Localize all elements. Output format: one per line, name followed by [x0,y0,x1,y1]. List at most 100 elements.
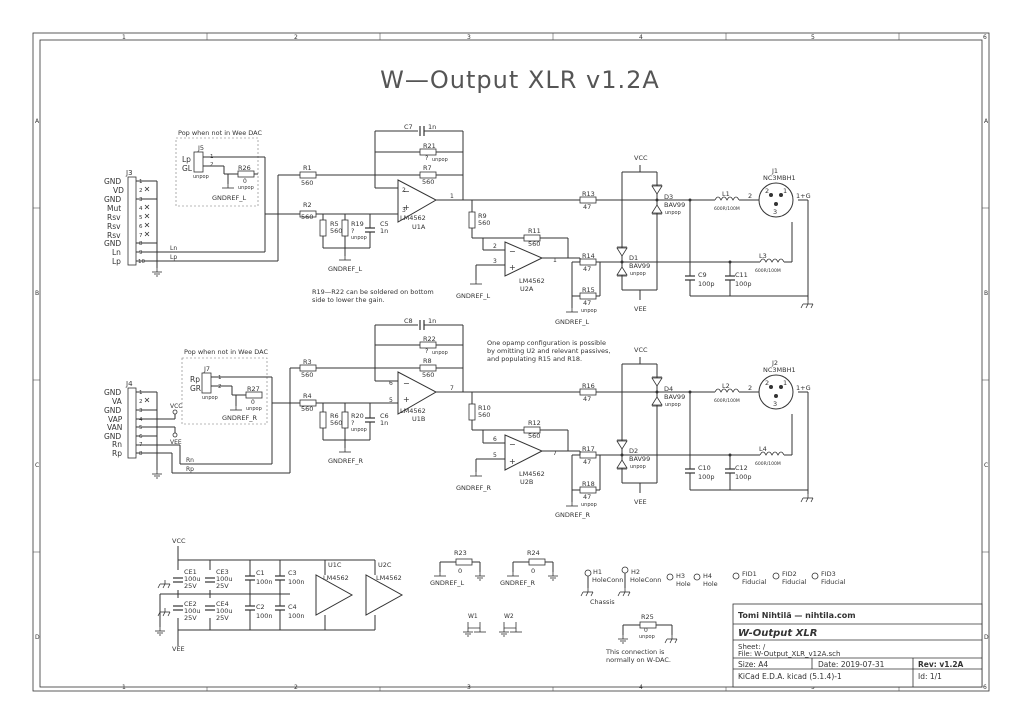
sheet-title: W—Output XLR v1.2A [380,66,660,94]
net-label: Ln [170,245,177,252]
wdac-note: normally on W-DAC. [606,656,671,664]
svg-text:R25: R25 [641,613,654,621]
svg-text:47: 47 [583,265,591,273]
pin-name: GL [182,164,193,173]
svg-text:1: 1 [218,375,222,381]
svg-text:+: + [403,395,410,404]
svg-text:100n: 100n [288,612,305,620]
pin-num: 3 [139,197,143,203]
svg-text:R20: R20 [351,412,364,420]
svg-text:47: 47 [583,299,591,307]
misc-parts: R23 0 GNDREF_L R24 0 GNDREF_R H1 HoleCon… [430,549,846,664]
svg-text:Fiducial: Fiducial [742,578,767,586]
ref-label: R26 [238,164,251,172]
gndref-label: GNDREF_R [555,511,591,519]
chassis-label: Chassis [590,598,615,606]
svg-text:NC3MBH1: NC3MBH1 [763,366,796,374]
diodes-d4-d2 [616,376,663,470]
svg-text:2: 2 [748,192,752,200]
svg-text:Fiducial: Fiducial [821,578,846,586]
pin-name: GND [104,177,121,186]
svg-text:H1: H1 [593,568,602,576]
project-name: W-Output XLR [738,628,817,639]
svg-text:−: − [509,440,516,449]
svg-text:0: 0 [644,627,648,634]
svg-text:6: 6 [139,434,143,440]
svg-text:CE1: CE1 [184,568,197,576]
xlr-connector-j2: 2 1 3 J2 NC3MBH1 1+G 2 [748,359,811,410]
svg-text:BAV99: BAV99 [664,201,685,209]
pin-num: 4 [139,206,143,212]
svg-text:560: 560 [528,432,540,440]
svg-text:GND: GND [104,406,121,415]
svg-text:2: 2 [493,243,497,250]
svg-text:R4: R4 [303,392,312,400]
row-label: A [35,118,40,125]
gain-note: side to lower the gain. [312,296,385,304]
svg-text:FID3: FID3 [821,570,836,578]
pin-num: 9 [139,250,143,256]
svg-text:560: 560 [478,411,490,419]
svg-text:560: 560 [330,419,342,427]
col-label: 6 [983,684,987,691]
svg-text:LM4562: LM4562 [376,574,402,582]
svg-text:C10: C10 [698,464,711,472]
svg-text:560: 560 [528,240,540,248]
svg-text:2: 2 [139,399,143,405]
svg-text:LM4562: LM4562 [323,574,349,582]
gndref-label: GNDREF_R [456,484,492,492]
svg-text:100u: 100u [184,575,201,583]
gndref-label: GNDREF_R [500,579,536,587]
svg-text:R1: R1 [303,164,312,172]
svg-text:U2C: U2C [378,561,392,569]
svg-text:2: 2 [765,187,769,195]
svg-text:R6: R6 [330,412,339,420]
svg-text:560: 560 [422,371,434,379]
svg-text:C2: C2 [256,603,265,611]
svg-text:unpop: unpop [432,157,448,163]
svg-text:D1: D1 [629,254,638,262]
svg-text:U1B: U1B [412,415,425,423]
gndref-label: GNDREF_R [328,457,364,465]
row-label: B [984,290,988,297]
pin-name: Rsv [107,231,121,240]
svg-text:6: 6 [389,380,393,387]
svg-text:R18: R18 [582,480,595,488]
gain-note: R19—R22 can be soldered on bottom [312,288,434,296]
col-label: 4 [639,684,643,691]
svg-text:D3: D3 [664,193,673,201]
svg-text:LM4562: LM4562 [519,277,545,285]
row-label: C [984,462,988,469]
svg-text:unpop: unpop [238,185,254,191]
svg-text:+: + [509,263,516,272]
svg-text:C8: C8 [404,317,413,325]
svg-text:5: 5 [389,397,393,404]
svg-text:R19: R19 [351,220,364,228]
svg-text:47: 47 [583,395,591,403]
svg-text:W2: W2 [504,613,514,620]
svg-text:VAN: VAN [107,423,122,432]
svg-text:unpop: unpop [581,308,597,314]
svg-text:GND: GND [104,432,121,441]
col-label: 6 [983,34,987,41]
svg-text:BAV99: BAV99 [629,455,650,463]
row-label: D [35,634,40,641]
svg-text:J7: J7 [203,365,210,373]
svg-text:R24: R24 [527,549,540,557]
svg-text:LM4562: LM4562 [519,470,545,478]
svg-text:560: 560 [330,227,342,235]
border-labels: 1 2 3 4 5 6 1 2 3 4 5 6 A B C D A B C D [35,34,989,691]
col-label: 3 [467,684,471,691]
svg-text:H3: H3 [676,572,685,580]
file-name: File: W-Output_XLR_v12A.sch [738,650,840,658]
svg-text:560: 560 [301,405,313,413]
svg-text:560: 560 [422,178,434,186]
svg-text:U1A: U1A [412,223,426,231]
svg-text:100p: 100p [735,280,752,288]
svg-text:H2: H2 [631,568,640,576]
ref-label: J5 [197,144,204,152]
svg-text:BAV99: BAV99 [664,393,685,401]
svg-text:CE2: CE2 [184,600,197,608]
pin-name: GND [104,239,121,248]
svg-text:U2A: U2A [520,285,534,293]
